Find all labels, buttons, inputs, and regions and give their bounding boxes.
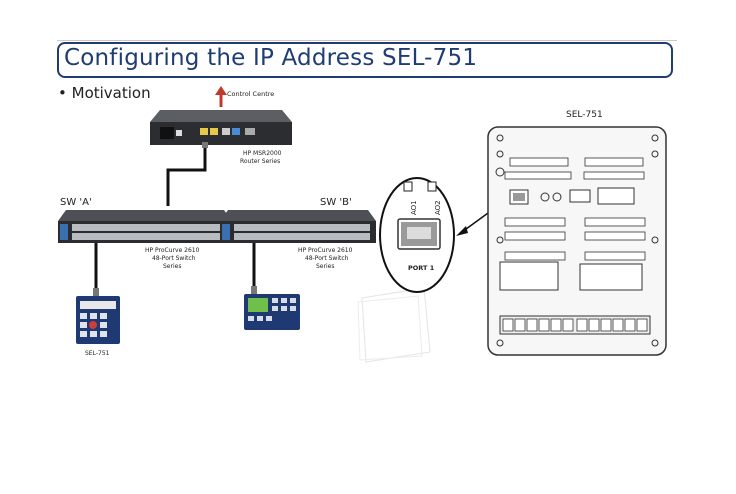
switch-a-label-1: HP ProCurve 2610: [145, 247, 200, 254]
sel751-rear-panel: [487, 126, 667, 356]
control-centre-arrow: [215, 86, 227, 107]
relay-a-plug: [93, 288, 99, 296]
switch-b-label-1: HP ProCurve 2610: [298, 247, 353, 254]
cable-router-to-sw-a: [166, 145, 207, 206]
ao2-label: AO2: [434, 200, 442, 215]
relay-a-device: [76, 296, 120, 344]
panel-title: SEL-751: [566, 110, 603, 120]
slide-title: Configuring the IP Address SEL-751: [64, 45, 478, 71]
switch-a-label-3: Series: [163, 263, 181, 270]
router-device: [150, 110, 292, 145]
bullet-text: Motivation: [71, 84, 151, 102]
relay-a-label: SEL-751: [85, 350, 110, 357]
bullet-motivation: • Motivation: [58, 84, 151, 102]
switch-b-name: SW 'B': [320, 197, 352, 208]
router-label-1: HP MSR2000: [243, 150, 282, 157]
title-frame: [57, 42, 673, 78]
port-zoom-callout: [379, 177, 455, 293]
top-rule: [57, 40, 677, 41]
router-label-2: Router Series: [240, 158, 280, 165]
switch-a-name: SW 'A': [60, 197, 92, 208]
switch-b-label-2: 48-Port Switch: [305, 255, 349, 262]
relay-b-plug: [251, 286, 257, 294]
switch-a-label-2: 48-Port Switch: [152, 255, 196, 262]
zoom-port-label: PORT 1: [408, 264, 435, 272]
switch-b-device: [220, 210, 376, 243]
switch-b-label-3: Series: [316, 263, 334, 270]
control-centre-label: Control Centre: [227, 90, 274, 98]
router-plug: [202, 142, 208, 148]
paper-sheets: [357, 287, 431, 363]
relay-b-device: [244, 294, 300, 330]
ao1-label: AO1: [410, 200, 418, 215]
switch-a-device: [58, 210, 232, 243]
